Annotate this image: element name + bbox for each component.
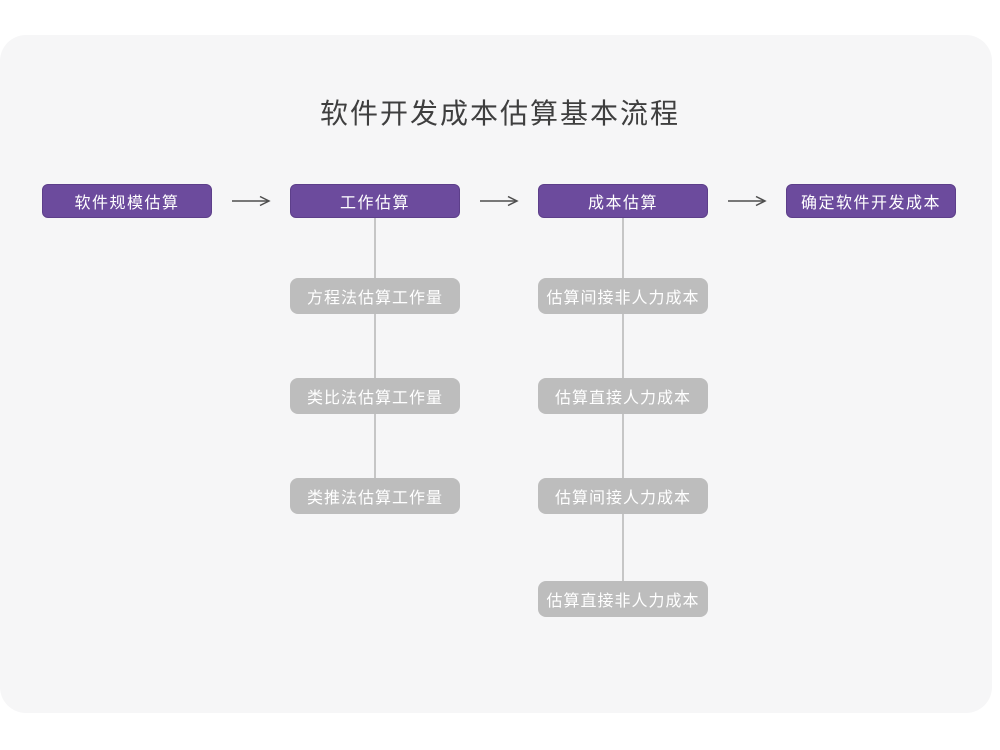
flow-step-software-scale-estimation: 软件规模估算: [42, 184, 212, 218]
sub-step-analogy-method: 类比法估算工作量: [290, 378, 460, 414]
background-card: [0, 35, 992, 713]
flow-step-cost-estimation: 成本估算: [538, 184, 708, 218]
flow-step-work-estimation: 工作估算: [290, 184, 460, 218]
arrow-right-icon: [727, 194, 767, 207]
arrow-right-icon: [479, 194, 519, 207]
sub-step-direct-labor-cost: 估算直接人力成本: [538, 378, 708, 414]
sub-step-extrapolation-method: 类推法估算工作量: [290, 478, 460, 514]
sub-step-indirect-labor-cost: 估算间接人力成本: [538, 478, 708, 514]
sub-step-direct-nonlabor-cost: 估算直接非人力成本: [538, 581, 708, 617]
connector-line-work: [374, 217, 376, 478]
sub-step-equation-method: 方程法估算工作量: [290, 278, 460, 314]
flow-step-determine-cost: 确定软件开发成本: [786, 184, 956, 218]
diagram-title: 软件开发成本估算基本流程: [319, 98, 680, 129]
sub-step-indirect-nonlabor-cost: 估算间接非人力成本: [538, 278, 708, 314]
arrow-right-icon: [231, 194, 271, 207]
